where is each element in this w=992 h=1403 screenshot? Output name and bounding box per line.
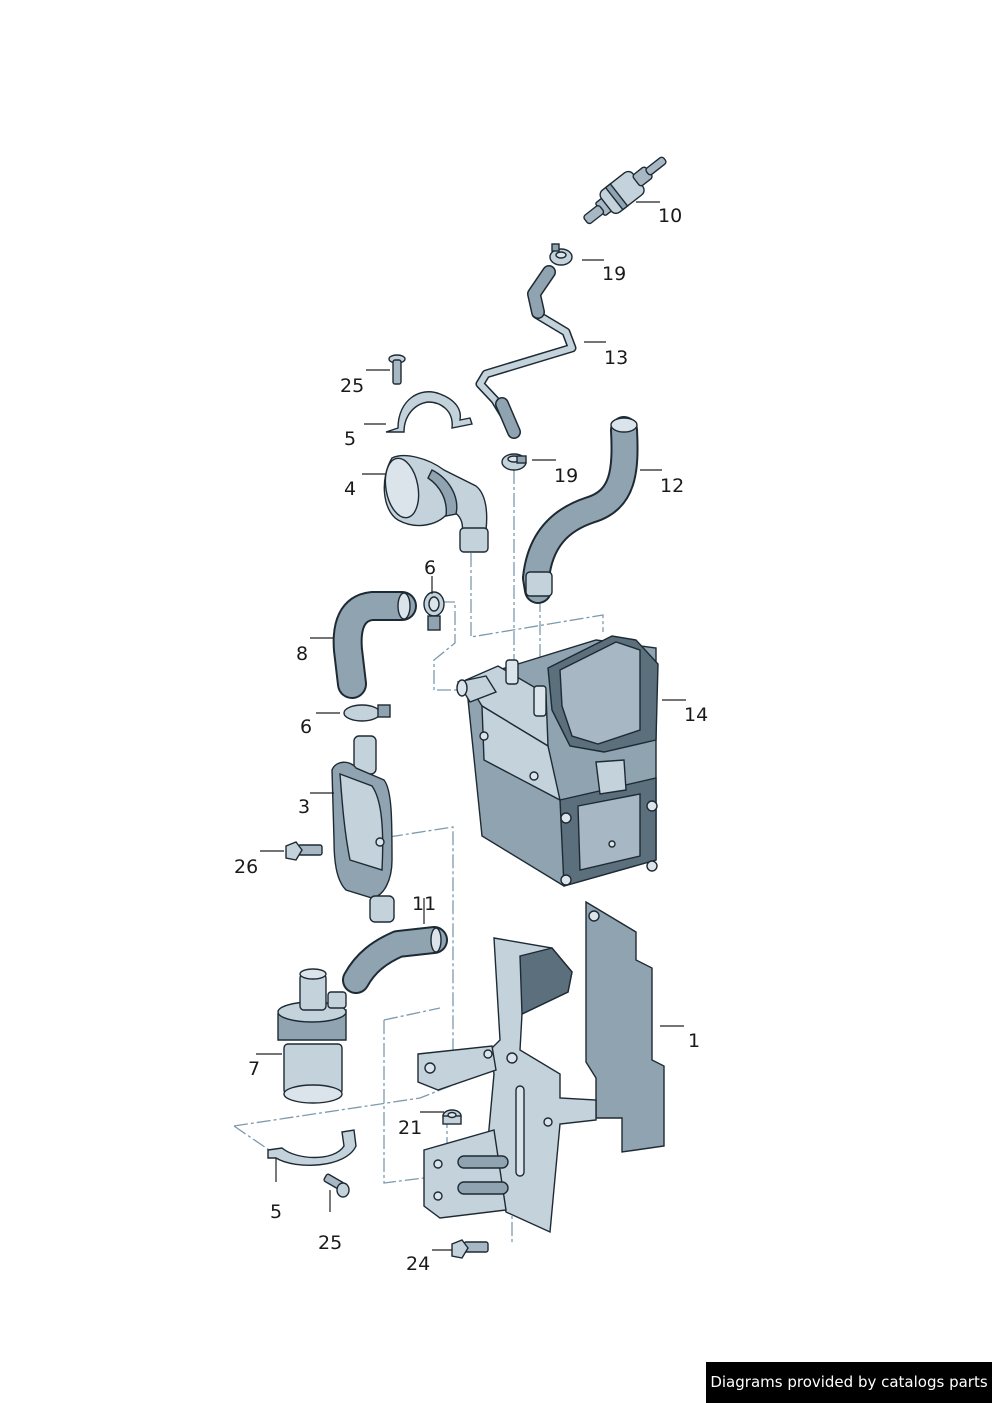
callout-5-lower: 5 — [270, 1201, 282, 1223]
callout-19-lower: 19 — [554, 465, 578, 487]
bracket-clip-5-lower — [267, 1129, 357, 1166]
fuel-line-13 — [475, 265, 577, 439]
callout-14: 14 — [684, 704, 708, 726]
callout-1: 1 — [688, 1030, 700, 1052]
callout-12: 12 — [660, 475, 684, 497]
credit-banner: Diagrams provided by catalogs parts — [706, 1362, 992, 1403]
coolant-hose-11 — [342, 926, 448, 994]
callout-labels: 10 19 13 25 5 19 12 4 6 8 14 6 3 26 11 1… — [234, 205, 708, 1275]
callout-5-upper: 5 — [344, 428, 356, 450]
callout-4: 4 — [344, 478, 356, 500]
coolant-hose-12 — [522, 416, 639, 604]
screw-25-upper — [388, 354, 406, 385]
callout-8: 8 — [296, 643, 308, 665]
leader-lines — [256, 201, 686, 1251]
hose-clamp-6-lower — [343, 704, 391, 722]
callout-7: 7 — [248, 1058, 260, 1080]
callout-6-lower: 6 — [300, 716, 312, 738]
callout-13: 13 — [604, 347, 628, 369]
hose-clamp-19-upper — [549, 243, 573, 266]
fuel-filter-10 — [583, 156, 667, 225]
bolt-26 — [285, 841, 323, 861]
hose-clamp-6-upper — [423, 591, 445, 631]
intake-silencer-4 — [383, 454, 489, 553]
callout-11: 11 — [412, 893, 436, 915]
circulation-pump-7 — [277, 968, 347, 1104]
callout-10: 10 — [658, 205, 682, 227]
nut-21 — [442, 1109, 462, 1125]
callout-3: 3 — [298, 796, 310, 818]
bracket-clip-5-upper — [385, 391, 473, 433]
callout-21: 21 — [398, 1117, 422, 1139]
hose-clamp-19-lower — [501, 453, 527, 471]
elbow-hose-8 — [332, 591, 417, 699]
callout-6-upper: 6 — [424, 557, 436, 579]
screw-25-lower — [323, 1173, 350, 1198]
exhaust-pipe-3 — [331, 735, 395, 923]
callout-19-upper: 19 — [602, 263, 626, 285]
bolt-24 — [451, 1239, 489, 1259]
callout-24: 24 — [406, 1253, 430, 1275]
callout-25-lower: 25 — [318, 1232, 342, 1254]
callout-25-upper: 25 — [340, 375, 364, 397]
mounting-bracket-1 — [417, 900, 665, 1234]
heater-unit-14 — [456, 635, 659, 887]
callout-26: 26 — [234, 856, 258, 878]
